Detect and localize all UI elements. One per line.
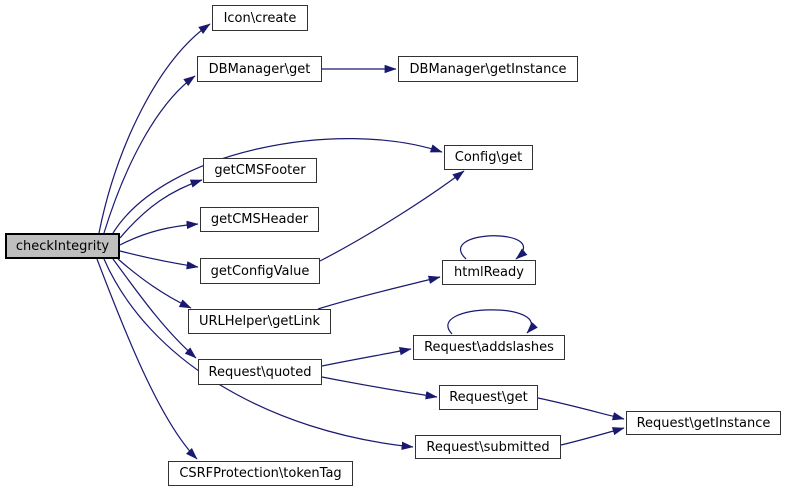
edge-request-quoted-to-request-get: [321, 376, 438, 400]
graph-node-csrfprotection-tokentag[interactable]: CSRFProtection\tokenTag: [168, 461, 353, 486]
edge-request-get-to-request-getinstance: [537, 397, 625, 421]
graph-node-getcmsheader[interactable]: getCMSHeader: [200, 207, 319, 232]
graph-node-request-quoted[interactable]: Request\quoted: [198, 359, 322, 385]
edge-check-integrity-to-urlhelper-getlink: [117, 258, 192, 309]
edge-check-integrity-to-getcmsfooter: [119, 179, 203, 239]
graph-node-request-getinstance[interactable]: Request\getInstance: [626, 411, 781, 435]
edge-check-integrity-to-config-get: [112, 138, 443, 234]
graph-node-getconfigvalue[interactable]: getConfigValue: [200, 258, 320, 284]
edge-request-submitted-to-request-getinstance: [560, 427, 625, 446]
graph-node-request-submitted[interactable]: Request\submitted: [415, 435, 561, 459]
graph-node-request-get[interactable]: Request\get: [439, 385, 538, 410]
edge-check-integrity-to-getconfigvalue: [119, 250, 199, 270]
edge-request-addslashes-to-request-addslashes: [447, 309, 538, 335]
graph-node-urlhelper-getlink[interactable]: URLHelper\getLink: [188, 309, 331, 334]
edge-request-quoted-to-request-addslashes: [321, 347, 412, 367]
edge-check-integrity-to-csrfprotection-tokentag: [96, 258, 198, 460]
graph-node-dbmanager-getinstance[interactable]: DBManager\getInstance: [398, 56, 578, 82]
graph-node-getcmsfooter[interactable]: getCMSFooter: [203, 158, 317, 183]
graph-node-check-integrity[interactable]: checkIntegrity: [5, 233, 120, 259]
edge-check-integrity-to-request-quoted: [112, 258, 197, 359]
edge-getconfigvalue-to-config-get: [319, 170, 465, 262]
edge-urlhelper-getlink-to-htmlready: [317, 275, 441, 310]
graph-node-icon-create[interactable]: Icon\create: [212, 5, 308, 31]
graph-node-request-addslashes[interactable]: Request\addslashes: [413, 335, 565, 360]
edge-check-integrity-to-request-submitted: [103, 258, 414, 450]
edge-check-integrity-to-dbmanager-get: [103, 75, 196, 234]
graph-node-config-get[interactable]: Config\get: [444, 145, 533, 170]
edge-htmlready-to-htmlready: [459, 235, 528, 260]
edge-check-integrity-to-getcmsheader: [119, 220, 199, 246]
edge-check-integrity-to-icon-create: [98, 23, 211, 234]
graph-node-dbmanager-get[interactable]: DBManager\get: [197, 56, 322, 82]
graph-node-htmlready[interactable]: htmlReady: [442, 260, 536, 285]
